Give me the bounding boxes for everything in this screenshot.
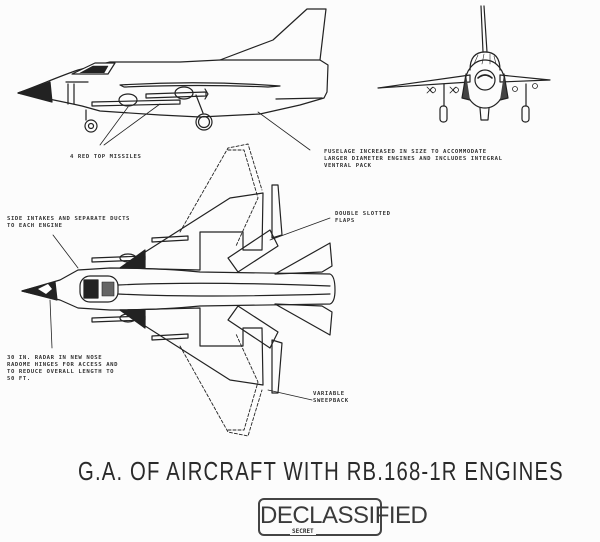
- annotation-missiles: 4 RED TOP MISSILES: [70, 154, 142, 160]
- plan-nose-radome: [21, 281, 58, 301]
- plan-spine: [117, 282, 331, 297]
- plan-missiles: [91, 235, 189, 341]
- front-radome-shading: [477, 74, 493, 79]
- side-main-wheel: [195, 113, 213, 131]
- plan-canopy-frame: [83, 279, 99, 299]
- declassified-stamp: DECLASSIFIED SECRET: [258, 498, 428, 536]
- side-main-gear-strut: [195, 94, 204, 114]
- front-gear: [439, 83, 530, 123]
- front-ventral: [479, 107, 490, 121]
- annotation-sweep: VARIABLE SWEEPBACK: [313, 391, 349, 404]
- annotation-flaps: DOUBLE SLOTTED FLAPS: [335, 211, 391, 224]
- plan-canopy: [79, 275, 119, 303]
- side-missile-rear: [145, 86, 209, 100]
- plan-canopy-glass: [101, 281, 115, 297]
- plan-fuselage: [21, 267, 336, 311]
- front-canopy-frame: [473, 53, 497, 65]
- side-nose-hub: [87, 122, 95, 130]
- plan-wing-right: [119, 307, 264, 386]
- leader-intakes: [52, 234, 79, 269]
- side-main-hub: [197, 115, 211, 129]
- leader-missiles: [99, 103, 161, 146]
- side-fin: [219, 8, 327, 61]
- annotation-radar: 30 IN. RADAR IN NEW NOSE RADOME HINGES F…: [7, 355, 119, 382]
- annotation-fuselage: FUSELAGE INCREASED IN SIZE TO ACCOMMODAT…: [324, 149, 503, 169]
- plan-wing-left: [119, 192, 264, 271]
- front-wing-left: [377, 74, 471, 89]
- side-canopy-frame: [79, 65, 109, 74]
- front-intake-right: [499, 73, 509, 101]
- side-nose-radome: [17, 81, 53, 103]
- stamp-text: DECLASSIFIED: [260, 502, 428, 529]
- leader-radar: [49, 299, 53, 349]
- plan-tailplane-left: [227, 229, 279, 273]
- side-nose-wheel: [84, 119, 98, 133]
- front-wing-right: [499, 74, 551, 83]
- side-wing-strake: [119, 82, 281, 88]
- front-radome: [474, 69, 496, 91]
- plan-swept-wing-upper: [179, 143, 263, 247]
- annotation-intakes: SIDE INTAKES AND SEPARATE DUCTS TO EACH …: [7, 216, 130, 229]
- side-elevation-view: [17, 8, 329, 151]
- side-missile-front: [91, 93, 181, 107]
- stamp-subtext: SECRET: [290, 528, 316, 535]
- leader-flaps: [269, 217, 331, 241]
- leader-sweep: [267, 389, 313, 401]
- side-fuselage: [17, 59, 329, 118]
- plan-flap-left: [271, 184, 283, 239]
- plan-flap-right: [271, 339, 283, 394]
- plan-tailplane-right: [227, 305, 279, 349]
- front-fin: [480, 5, 488, 53]
- front-intake-left: [461, 73, 471, 101]
- plan-tail-left: [274, 242, 333, 275]
- side-intake-lines: [65, 81, 89, 105]
- plan-view: [21, 143, 336, 437]
- front-missiles: [426, 83, 538, 94]
- plan-nose-highlight: [38, 284, 52, 294]
- drawing-title: G.A. OF AIRCRAFT WITH RB.168-1R ENGINES: [78, 456, 564, 486]
- side-rear-fairing: [275, 97, 323, 100]
- plan-swept-wing-lower: [179, 333, 263, 437]
- front-elevation-view: [377, 5, 551, 123]
- leader-fuselage: [257, 111, 311, 151]
- plan-tail-right: [274, 303, 333, 336]
